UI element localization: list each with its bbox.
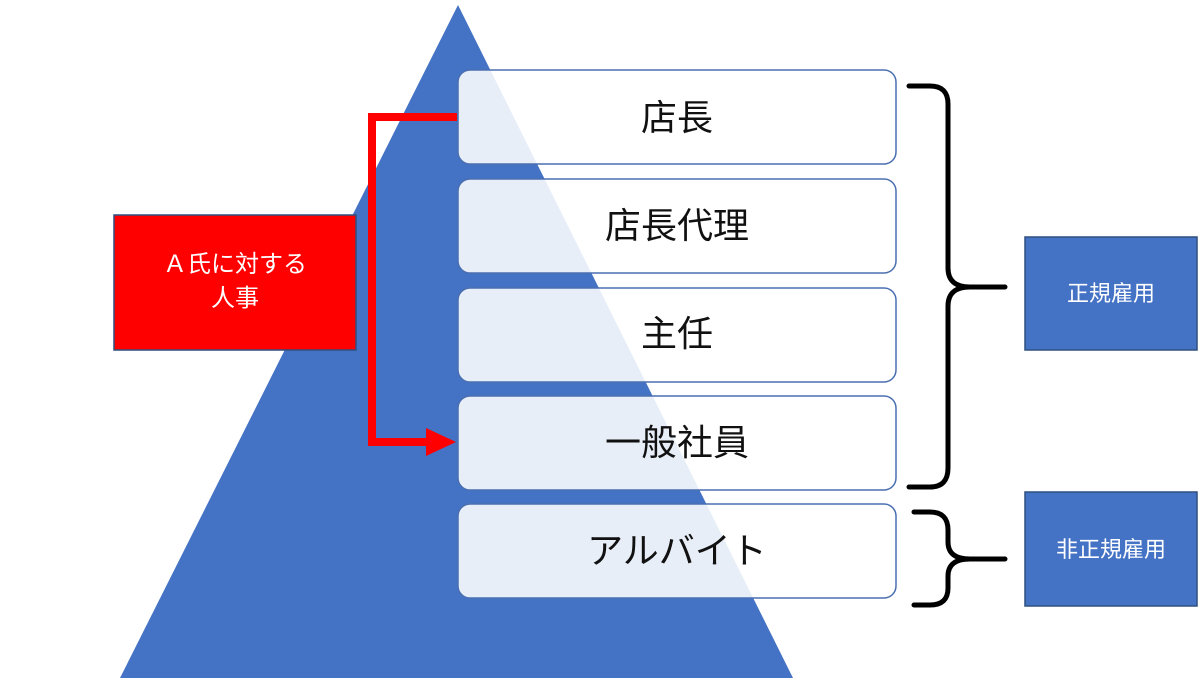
demotion-arrow (368, 113, 457, 456)
category-non-regular: 非正規雇用 (1024, 491, 1198, 607)
personnel-note-line1: Ａ氏に対する (163, 250, 307, 278)
level-box-shunin: 主任 (457, 287, 897, 383)
non-regular-bracket (911, 509, 1008, 608)
level-box-tencho: 店長 (457, 69, 897, 165)
level-label-tencho-dairi: 店長代理 (605, 206, 749, 247)
personnel-note: Ａ氏に対する 人事 (113, 214, 357, 351)
level-label-arubaito: アルバイト (587, 531, 767, 572)
regular-bracket (906, 83, 1008, 490)
level-label-ippan-shain: 一般社員 (605, 423, 749, 464)
level-box-tencho-dairi: 店長代理 (457, 178, 897, 274)
category-non-regular-label: 非正規雇用 (1056, 538, 1166, 563)
level-box-ippan-shain: 一般社員 (457, 395, 897, 491)
level-label-shunin: 主任 (641, 314, 713, 355)
arrow-head-icon (426, 428, 456, 456)
level-box-arubaito: アルバイト (457, 503, 897, 599)
level-label-tencho: 店長 (641, 98, 713, 139)
personnel-note-line2: 人事 (211, 284, 259, 312)
category-regular: 正規雇用 (1024, 236, 1198, 351)
category-regular-label: 正規雇用 (1067, 282, 1155, 307)
